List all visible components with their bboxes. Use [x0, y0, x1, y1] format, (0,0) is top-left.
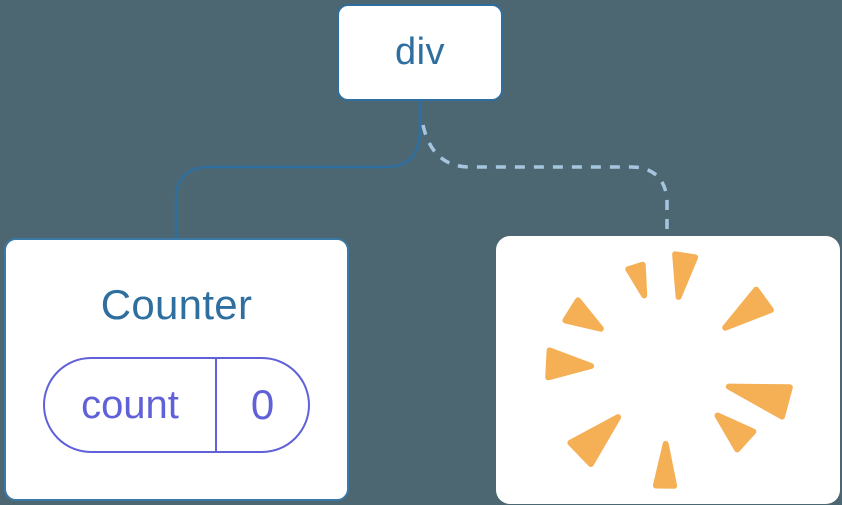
state-pill-divider: [215, 359, 217, 451]
poof-ray: [725, 383, 793, 420]
counter-component-card: Counter count 0: [4, 238, 349, 501]
state-key-label: count: [81, 382, 179, 427]
poof-ray: [672, 251, 699, 300]
poof-ray: [714, 412, 757, 453]
poof-ray: [545, 347, 595, 381]
poof-ray: [625, 261, 648, 299]
poof-burst-icon: [545, 251, 793, 489]
poof-ray: [562, 297, 604, 332]
connector-dashed-link: [421, 124, 669, 240]
root-node-div: div: [337, 4, 503, 101]
state-value-label: 0: [250, 381, 275, 428]
poof-ray: [567, 414, 622, 467]
poof-ray: [652, 441, 678, 489]
removed-component-card: [496, 236, 840, 504]
counter-title: Counter: [100, 281, 253, 328]
poof-ray: [722, 286, 774, 331]
root-node-label: div: [394, 31, 446, 73]
state-pill: count 0: [43, 357, 310, 453]
connector-solid-link: [174, 101, 422, 240]
